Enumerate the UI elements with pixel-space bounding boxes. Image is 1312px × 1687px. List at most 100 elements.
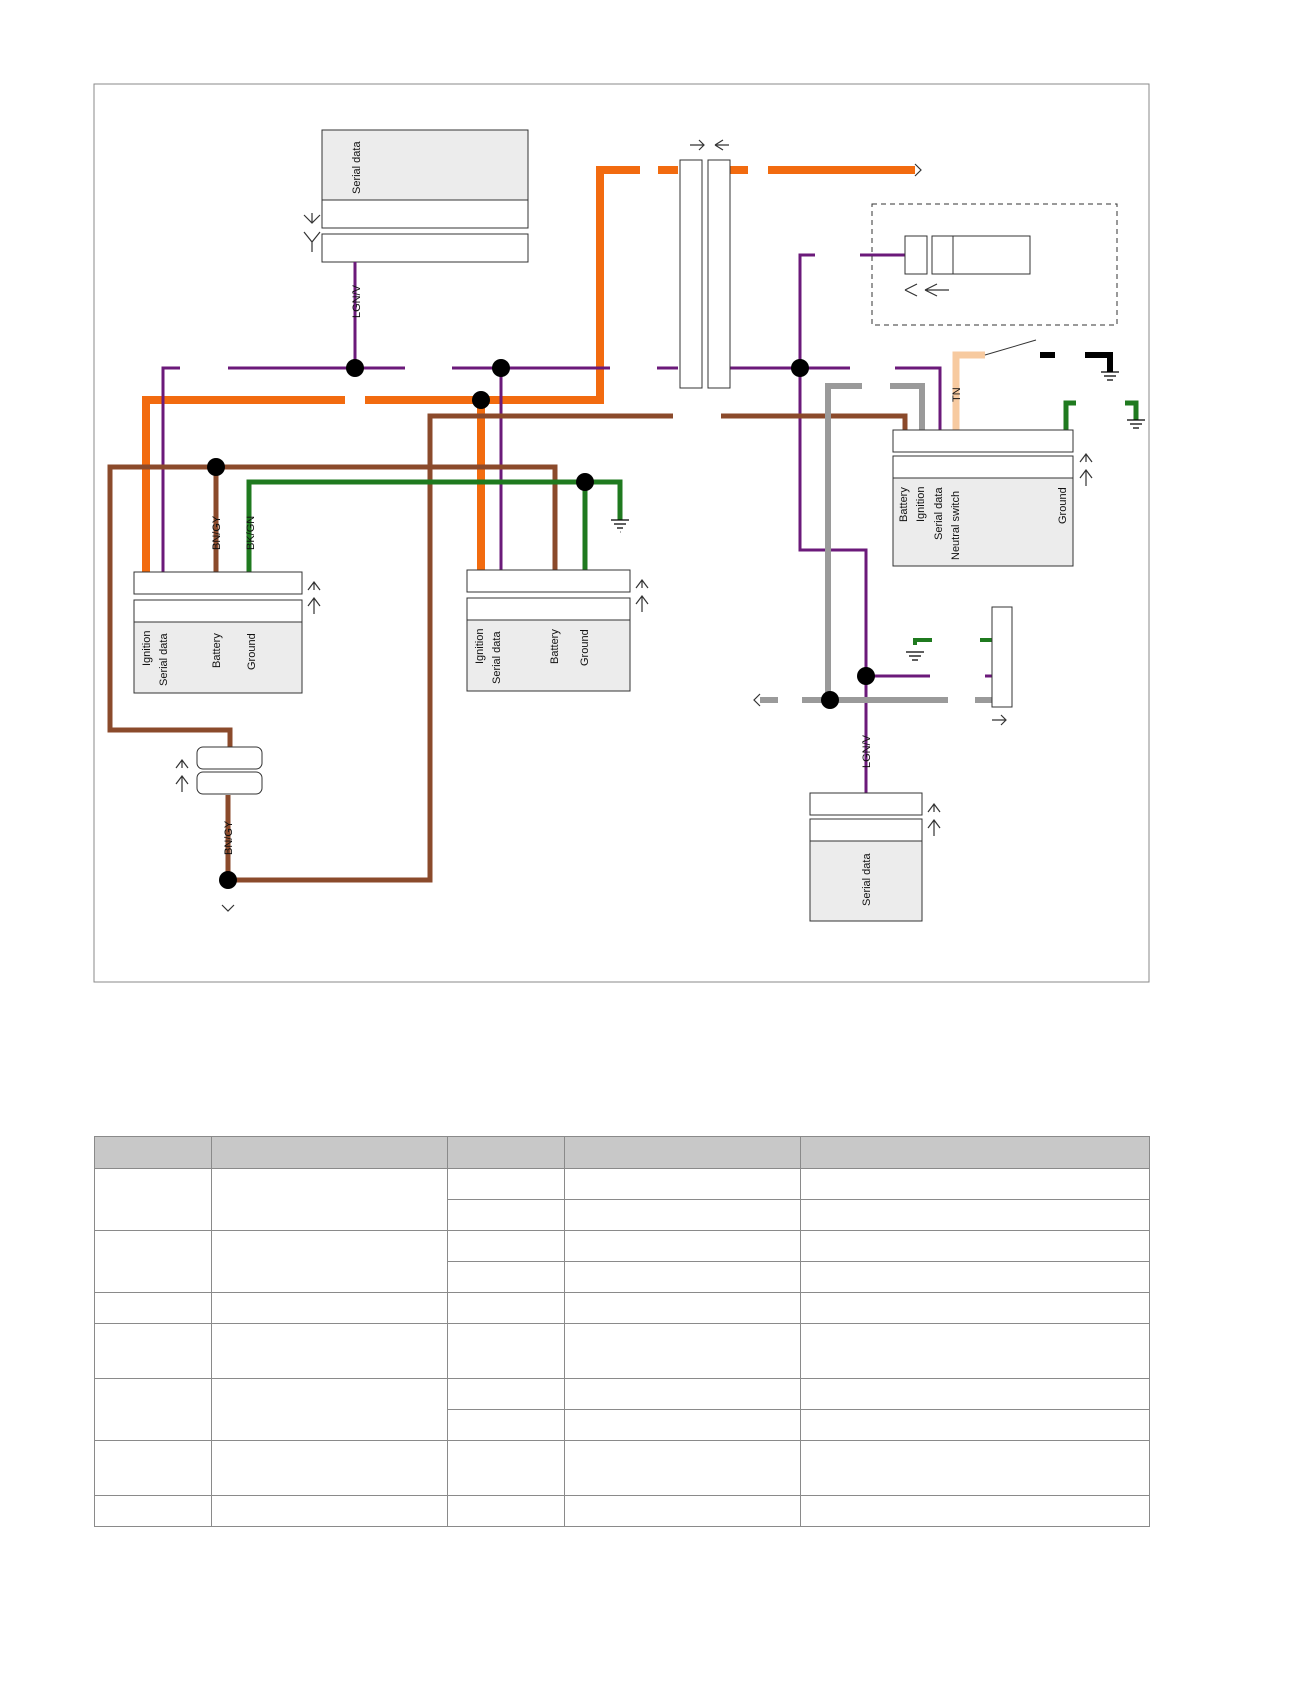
green-wire <box>246 479 623 572</box>
table-cell <box>211 1292 448 1324</box>
table-cell <box>800 1378 1150 1410</box>
wire-label-lgnv: LGN/V <box>351 284 363 318</box>
tan-wire <box>952 351 985 430</box>
table-cell <box>447 1409 565 1441</box>
wiring-diagram: Serial data <box>93 83 1150 983</box>
violet-wire <box>161 366 180 572</box>
table-cell <box>564 1440 801 1496</box>
module-center: Ignition Serial data Battery Ground <box>466 569 649 692</box>
table-cell <box>800 1495 1150 1527</box>
connector-symbol <box>303 213 321 252</box>
table-cell <box>800 1168 1150 1200</box>
table-cell <box>447 1199 565 1231</box>
ground-icon <box>611 371 1145 661</box>
wire-end-symbols <box>221 163 922 912</box>
wires <box>107 166 1139 883</box>
table-cell <box>447 1292 565 1324</box>
table-cell <box>564 1495 801 1527</box>
table-cell <box>800 1292 1150 1324</box>
table-cell <box>564 1261 801 1293</box>
table-row <box>95 1409 1150 1441</box>
table-row <box>94 1230 1150 1293</box>
wire-label-bngy: BN/GY <box>211 515 223 550</box>
table-cell <box>94 1168 212 1231</box>
table-cell <box>564 1230 801 1262</box>
header-cell <box>447 1136 565 1169</box>
table-row <box>94 1440 1150 1496</box>
table-cell <box>211 1168 448 1231</box>
table-row <box>94 1323 1150 1379</box>
table-cell <box>564 1168 801 1200</box>
header-cell <box>564 1136 801 1169</box>
pin-battery: Battery <box>898 487 910 522</box>
table-row <box>94 1495 1150 1527</box>
pin-battery: Battery <box>211 633 223 668</box>
pin-serial-data: Serial data <box>491 631 503 684</box>
table-row <box>95 1199 1150 1231</box>
table-cell <box>800 1409 1150 1441</box>
table-cell <box>447 1230 565 1262</box>
table-cell <box>800 1261 1150 1293</box>
table-cell <box>800 1230 1150 1262</box>
table-row <box>94 1292 1150 1324</box>
table-cell <box>564 1292 801 1324</box>
table-cell <box>94 1323 212 1379</box>
table-cell <box>94 1440 212 1496</box>
table-cell <box>447 1440 565 1496</box>
table-cell <box>211 1230 448 1293</box>
orange-wire <box>142 396 345 574</box>
table-cell <box>800 1323 1150 1379</box>
orange-wire <box>596 166 640 400</box>
table-cell <box>94 1378 212 1441</box>
dashed-component <box>871 203 1118 326</box>
pin-battery: Battery <box>549 629 561 664</box>
table-cell <box>447 1168 565 1200</box>
wire-label-bngy-lower: BN/GY <box>223 820 235 855</box>
table-cell <box>564 1409 801 1441</box>
splice-points <box>207 359 875 889</box>
top-module-pin-serial-data: Serial data <box>351 141 363 194</box>
wire-legend-table <box>94 1136 1150 1527</box>
table-row <box>94 1168 1150 1231</box>
module-right: Battery Ignition Serial data Neutral swi… <box>892 429 1093 567</box>
pin-serial-data: Serial data <box>158 633 170 686</box>
table-cell <box>564 1323 801 1379</box>
table-cell <box>447 1261 565 1293</box>
wire-label-bkgn: BK/GN <box>245 516 257 550</box>
pin-ground: Ground <box>246 633 258 670</box>
table-cell <box>94 1230 212 1293</box>
pin-ground: Ground <box>1057 487 1069 524</box>
wire-label-lgnv-bottom: LGN/V <box>861 734 873 768</box>
table-header-row <box>94 1136 1150 1169</box>
table-cell <box>211 1440 448 1496</box>
top-module: Serial data <box>303 129 529 263</box>
table-cell <box>211 1378 448 1441</box>
table-cell <box>94 1495 212 1527</box>
table-row <box>94 1378 1150 1441</box>
table-cell <box>564 1378 801 1410</box>
pin-ignition: Ignition <box>141 631 153 666</box>
pin-neutral-switch: Neutral switch <box>950 491 962 560</box>
header-cell <box>211 1136 448 1169</box>
pin-ignition: Ignition <box>915 487 927 522</box>
lower-inline-connector <box>175 746 263 795</box>
table-cell <box>564 1199 801 1231</box>
small-connector <box>991 606 1013 726</box>
wire-label-tn: TN <box>951 387 963 402</box>
header-cell <box>94 1136 212 1169</box>
header-cell <box>800 1136 1150 1169</box>
table-cell <box>211 1495 448 1527</box>
table-cell <box>447 1495 565 1527</box>
table-cell <box>211 1323 448 1379</box>
pin-ignition: Ignition <box>474 629 486 664</box>
table-cell <box>447 1323 565 1379</box>
brown-wire <box>225 413 673 883</box>
pin-serial-data: Serial data <box>861 853 873 906</box>
gray-wire <box>825 383 862 700</box>
module-bottom: Serial data <box>809 792 941 922</box>
pin-serial-data: Serial data <box>933 487 945 540</box>
inline-connector <box>679 139 731 389</box>
table-cell <box>94 1292 212 1324</box>
table-cell <box>800 1199 1150 1231</box>
table-cell <box>800 1440 1150 1496</box>
